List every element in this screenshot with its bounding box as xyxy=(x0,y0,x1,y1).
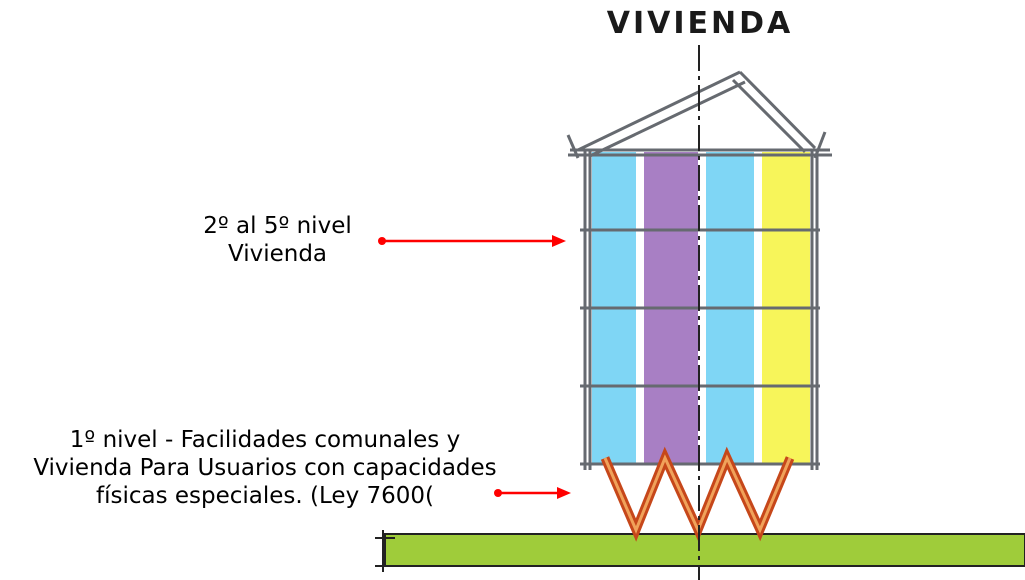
label-upper-line2: Vivienda xyxy=(227,241,328,267)
roof xyxy=(566,70,827,159)
label-lower-line1: 1º nivel - Facilidades comunales y xyxy=(69,427,461,453)
arrow-lower xyxy=(494,487,571,499)
label-ground-floor: 1º nivel - Facilidades comunales y Vivie… xyxy=(10,426,520,510)
label-upper-line1: 2º al 5º nivel xyxy=(203,213,352,239)
diagram-title: VIVIENDA xyxy=(606,6,794,41)
label-lower-line2: Vivienda Para Usuarios con capacidades xyxy=(33,455,497,481)
ground-slab xyxy=(384,533,1025,567)
label-lower-line3: físicas especiales. (Ley 7600( xyxy=(95,483,434,509)
arrow-upper xyxy=(378,235,566,247)
label-upper-floors: 2º al 5º nivel Vivienda xyxy=(150,212,405,268)
